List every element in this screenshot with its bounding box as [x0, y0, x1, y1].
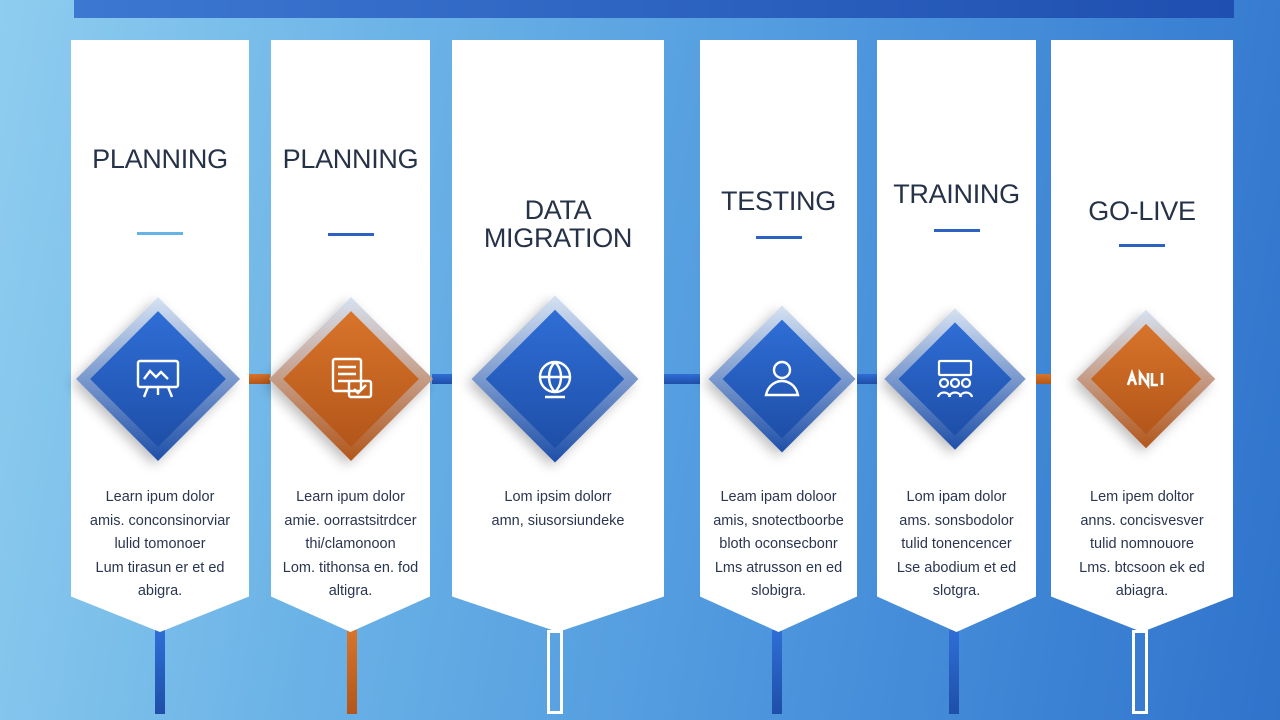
globe-transfer-icon [527, 351, 583, 407]
stage-stem [347, 630, 357, 714]
title-underline [933, 229, 980, 232]
user-check-icon [754, 351, 810, 407]
stage-description: Lom ipsim dolorr amn, siusorsiundeke [491, 489, 625, 529]
stage-stem [949, 630, 959, 714]
stage-title: GO-LIVE [1088, 196, 1196, 226]
presentation-board-icon [130, 351, 186, 407]
timeline-connector [239, 374, 270, 384]
stage-stem [155, 630, 165, 714]
stage-title: PLANNING [92, 144, 228, 174]
stage-stem [772, 630, 782, 714]
training-group-icon [927, 351, 983, 407]
stage-description: Leam ipam doloor amis, snotectboorbe blo… [713, 489, 844, 599]
title-underline [1119, 244, 1165, 247]
document-checklist-icon [323, 351, 379, 407]
top-header-bar [74, 0, 1234, 18]
stage-description: Learn ipum dolor amis. conconsinorviar l… [89, 489, 231, 599]
stage-stem [1132, 630, 1148, 714]
stage-stem [547, 630, 563, 714]
launch-badge-icon [1118, 351, 1174, 407]
stage-description: Lom ipam dolor ams. sonsbodolor tulid to… [896, 489, 1017, 599]
title-underline [137, 232, 183, 235]
timeline-connector [854, 374, 885, 384]
stage-title: PLANNING [282, 144, 419, 174]
stage-title: TRAINING [893, 179, 1020, 209]
timeline-connector [637, 374, 710, 384]
title-underline [755, 236, 802, 239]
stage-description: Lem ipem doltor anns. concisvesver tulid… [1079, 489, 1205, 599]
title-underline [327, 233, 374, 236]
stage-title: DATA MIGRATION [483, 195, 633, 253]
stage-description: Learn ipum dolor amie. oorrastsitrdcer t… [282, 489, 419, 599]
stage-card-1: PLANNING Learn ipum dolor amis. conconsin… [71, 40, 249, 632]
stage-title: TESTING [721, 186, 836, 216]
